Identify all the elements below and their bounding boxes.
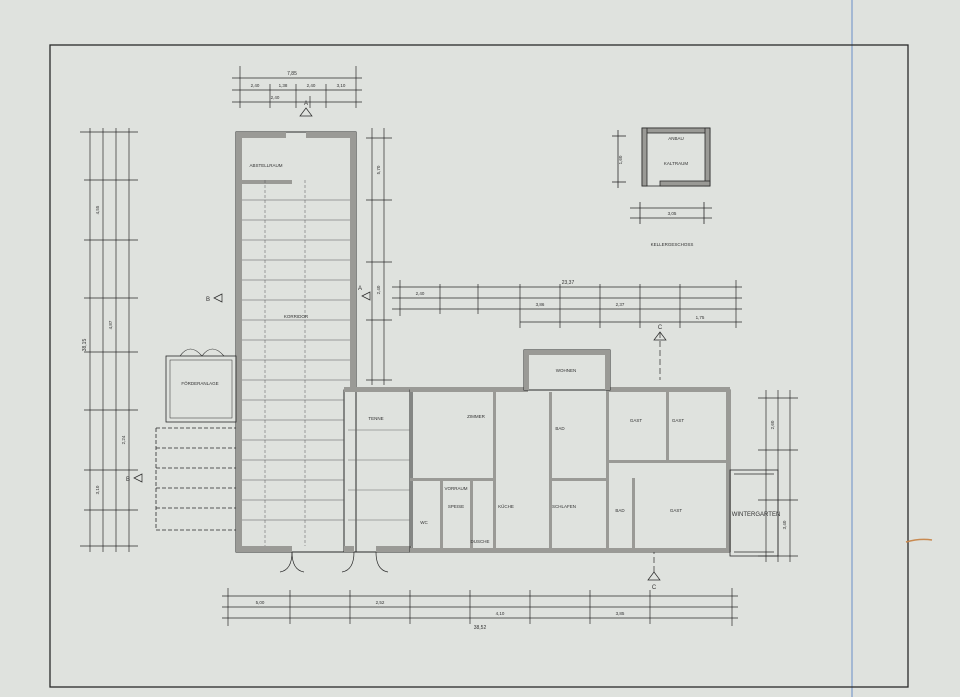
dim-right-b: 2,40 [376,285,381,294]
dim-east-d: 1,75 [696,315,705,320]
room-label-wc: WC [420,520,428,525]
winter-garden [729,469,779,557]
room-label-guest-main: GAST [670,508,683,513]
room-label-corridor: KORRIDOR [284,314,309,319]
room-label-cold-room: KALTRAUM [664,161,688,166]
room-label-annex: ANBAU [668,136,684,141]
drawing-border [49,44,909,688]
room-label-storage: ABSTELLRAUM [249,163,282,168]
building-walls [235,131,731,553]
room-label-bath-2: BAD [615,508,625,513]
dim-east-total: 23,37 [562,280,575,286]
section-a-top: A [304,101,308,107]
dim-top-b: 1,38 [279,83,288,88]
dim-top-c: 2,40 [307,83,316,88]
tenne-floor-grid [348,429,410,521]
dim-top-d: 3,10 [337,83,346,88]
dimension-chain-left [80,128,138,552]
dim-left-d: 3,10 [95,485,100,494]
cellar-plan-title: KELLERGESCHOSS [651,242,694,247]
room-label-shower: DUSCHE [470,539,489,544]
section-c-bottom: C [652,585,657,591]
dim-small-total: 3,05 [668,211,677,216]
room-label-barn: TENNE [368,416,383,421]
dimension-chain-bottom [222,588,738,626]
dimension-chain-east [392,280,742,328]
dim-east-c: 2,37 [616,302,625,307]
dimension-chain-top [232,66,362,108]
section-c-top: C [658,325,663,331]
pencil-mark [905,538,933,543]
dim-bottom-total: 38,52 [474,625,487,631]
cellar-plan [612,127,712,224]
section-a-mid: A [358,286,362,292]
room-label-bath: BAD [555,426,565,431]
corridor-floor-grid [242,180,350,546]
dim-east-b: 3,86 [536,302,545,307]
section-b-left: B [206,297,210,303]
entrance-doors [279,551,389,573]
dim-bottom-a: 5,00 [256,600,265,605]
room-label-kitchen: KÜCHE [498,503,514,509]
dim-bottom-d: 3,85 [616,611,625,616]
section-b-mid: B [126,477,130,483]
dim-bottom-c: 4,10 [496,611,505,616]
room-label-pantry: SPEISE [448,504,464,509]
room-label-conveyor: FÖRDERANLAGE [181,380,218,386]
dim-small-a: 1,60 [618,155,623,164]
dim-top-e: 2,40 [271,95,280,100]
dim-left-b: 4,87 [108,320,113,329]
dim-south-b: 3,40 [782,520,787,529]
dim-east-a: 2,40 [416,291,425,296]
room-label-winter-garden: WINTERGARTEN [732,512,781,518]
section-markers [133,107,667,581]
room-label-vestibule: VORRAUM [444,486,467,491]
dim-south-a: 2,60 [770,420,775,429]
room-label-guest-2: GAST [672,418,685,423]
dim-top-total: 7,85 [287,71,297,77]
room-label-living: WOHNEN [556,368,577,373]
dim-left-a: 4,55 [95,205,100,214]
dim-left-c: 2,24 [121,435,126,444]
conveyor-annex [155,348,237,531]
dim-top-a: 2,40 [251,83,260,88]
dimension-chain-right [366,128,392,385]
dim-left-total: 38,15 [82,339,88,352]
dim-right-a: 5,70 [376,165,381,174]
room-label-room: ZIMMER [467,414,485,419]
dim-bottom-b: 2,52 [376,600,385,605]
room-label-bedroom: SCHLAFEN [552,504,576,509]
room-label-guest-1: GAST [630,418,643,423]
